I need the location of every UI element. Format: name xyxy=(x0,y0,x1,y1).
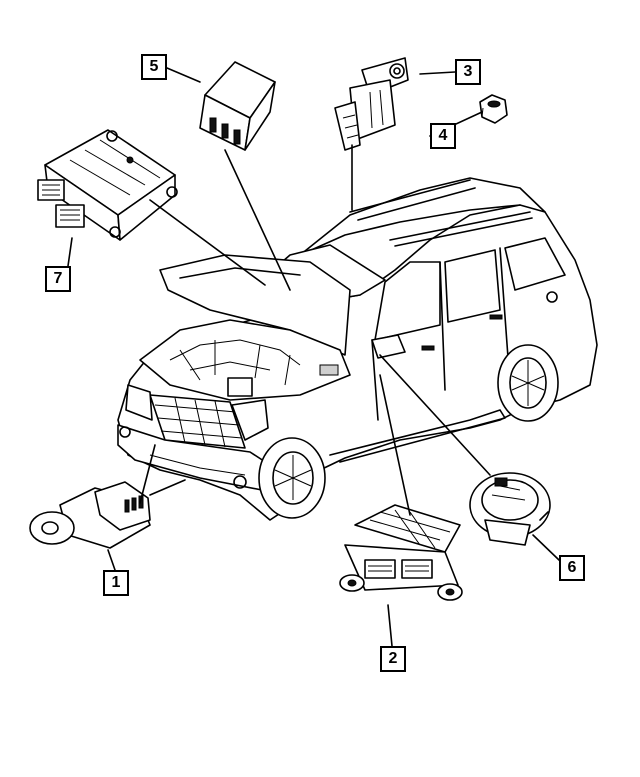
impact-sensor-upper xyxy=(334,57,409,151)
relay-module xyxy=(199,61,276,151)
callout-1: 1 xyxy=(103,570,129,596)
callout-6: 6 xyxy=(559,555,585,581)
callout-4: 4 xyxy=(430,123,456,149)
hex-nut xyxy=(479,94,508,124)
clockspring xyxy=(469,472,551,546)
callout-5: 5 xyxy=(141,54,167,80)
callout-2: 2 xyxy=(380,646,406,672)
control-module-7 xyxy=(37,129,178,241)
suv-vehicle xyxy=(117,177,598,521)
front-impact-sensor xyxy=(29,481,151,549)
callout-3: 3 xyxy=(455,59,481,85)
occupant-restraint-module xyxy=(339,504,463,601)
callout-7: 7 xyxy=(45,266,71,292)
